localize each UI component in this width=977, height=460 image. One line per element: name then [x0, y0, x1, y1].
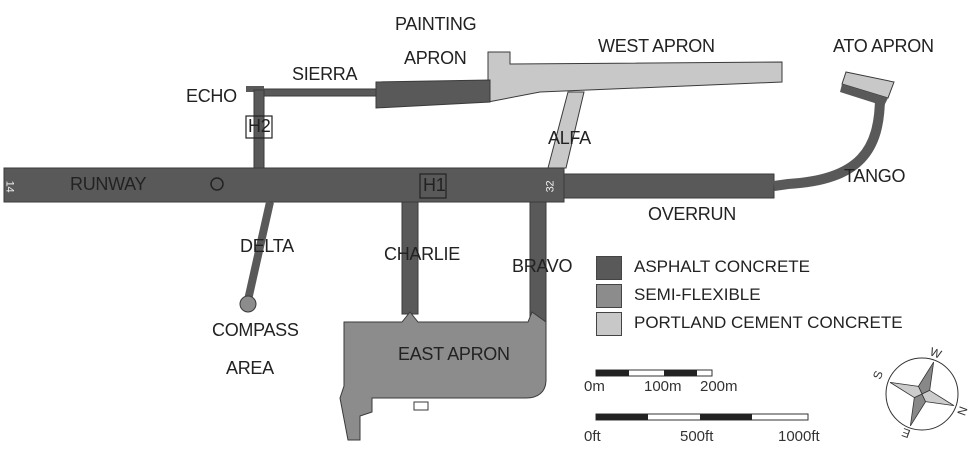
west-apron-label: WEST APRON [598, 36, 715, 56]
charlie-label: CHARLIE [384, 244, 460, 264]
bravo-label: BRAVO [512, 256, 573, 276]
runway-marker [210, 177, 224, 191]
legend-swatch-asphalt [596, 256, 622, 280]
alfa-label: ALFA [548, 128, 591, 148]
west-apron-area [487, 51, 783, 103]
h2-box [245, 115, 273, 139]
legend-item-asphalt: ASPHALT CONCRETE [596, 256, 896, 280]
scale-bar-feet [595, 413, 809, 421]
compass-area-label-line1: COMPASS [212, 320, 299, 340]
h1-box [419, 173, 447, 199]
echo-connector [246, 86, 264, 92]
compass-rose-icon [885, 357, 959, 431]
ato-apron-label: ATO APRON [833, 36, 934, 56]
sierra-taxiway [261, 88, 379, 97]
scale-bar-meters [595, 369, 713, 377]
east-apron-area [339, 311, 547, 441]
compass-area-pad [239, 295, 257, 313]
scale-m-200: 200m [700, 378, 738, 395]
sierra-label: SIERRA [292, 64, 358, 84]
tango-taxiway [773, 95, 885, 191]
legend-swatch-portland [596, 312, 622, 336]
legend-item-portland: PORTLAND CEMENT CONCRETE [596, 312, 916, 336]
overrun-label: OVERRUN [648, 204, 736, 224]
alfa-taxiway [547, 91, 585, 169]
legend-label-portland: PORTLAND CEMENT CONCRETE [634, 313, 903, 332]
scale-m-100: 100m [644, 378, 682, 395]
east-apron-building [413, 401, 429, 411]
painting-apron-label-line1: PAINTING [395, 14, 477, 34]
h2-label: H2 [248, 116, 271, 136]
runway-end-east-label: 32 [544, 180, 557, 193]
scale-ft-0: 0ft [584, 428, 601, 445]
overrun-strip [563, 173, 775, 199]
scale-ft-1000: 1000ft [778, 428, 820, 445]
h1-label: H1 [423, 175, 446, 195]
legend-swatch-semi-flexible [596, 284, 622, 308]
legend-item-semi-flexible: SEMI-FLEXIBLE [596, 284, 896, 308]
tango-label: TANGO [844, 166, 906, 186]
runway-end-west-label: 14 [3, 180, 16, 193]
delta-label: DELTA [240, 236, 294, 256]
painting-apron-area [375, 79, 491, 109]
runway-label: RUNWAY [70, 174, 147, 194]
legend-label-asphalt: ASPHALT CONCRETE [634, 257, 811, 276]
echo-label: ECHO [186, 86, 237, 106]
east-apron-label: EAST APRON [398, 344, 510, 364]
compass-area-label-line2: AREA [226, 358, 274, 378]
scale-m-0: 0m [584, 378, 605, 395]
legend-label-semi-flexible: SEMI-FLEXIBLE [634, 285, 761, 304]
ato-apron-edge [840, 84, 888, 106]
scale-ft-500: 500ft [680, 428, 714, 445]
delta-taxiway [244, 201, 274, 301]
painting-apron-label-line2: APRON [404, 48, 467, 68]
runway-strip [3, 167, 565, 203]
